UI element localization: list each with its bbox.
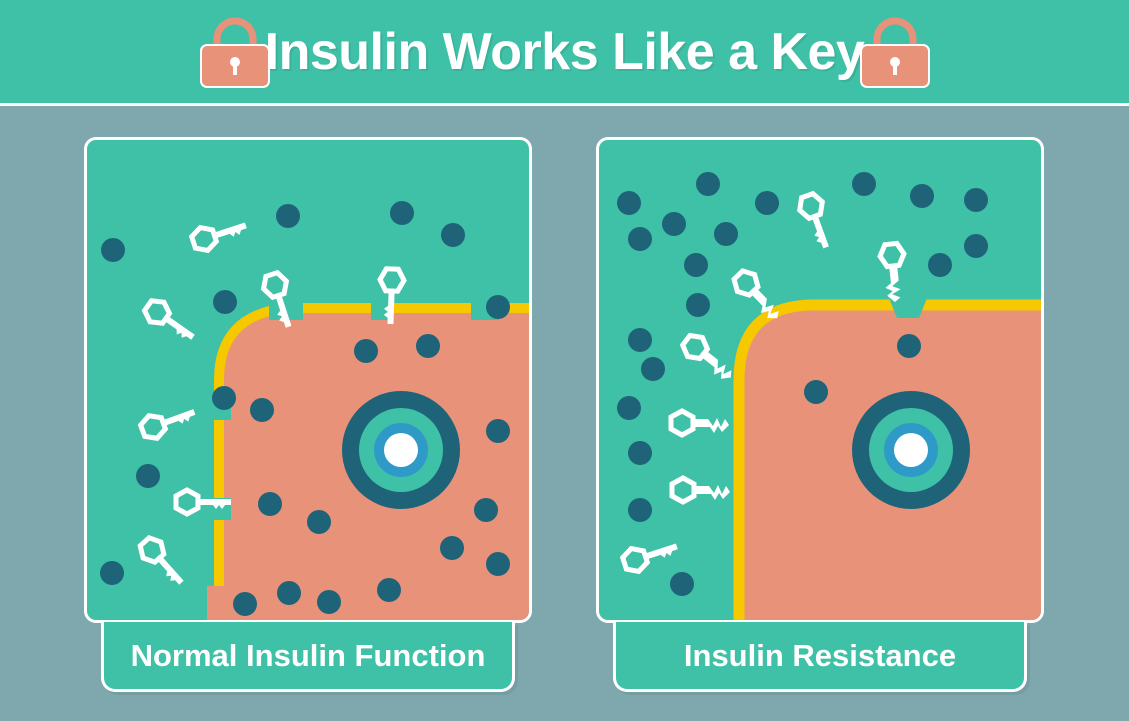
page-title: Insulin Works Like a Key — [264, 22, 865, 81]
normal-function-panel — [84, 137, 532, 623]
nucleus — [342, 391, 460, 509]
glucose-molecules — [617, 172, 988, 596]
nucleus — [852, 391, 970, 509]
padlock-icon — [860, 17, 930, 88]
glucose-molecules — [100, 201, 510, 616]
caption-normal-function: Normal Insulin Function — [101, 622, 515, 692]
header-bar — [0, 0, 1129, 106]
padlock-icon — [200, 17, 270, 88]
insulin-resistance-panel — [596, 137, 1044, 623]
caption-insulin-resistance: Insulin Resistance — [613, 622, 1027, 692]
